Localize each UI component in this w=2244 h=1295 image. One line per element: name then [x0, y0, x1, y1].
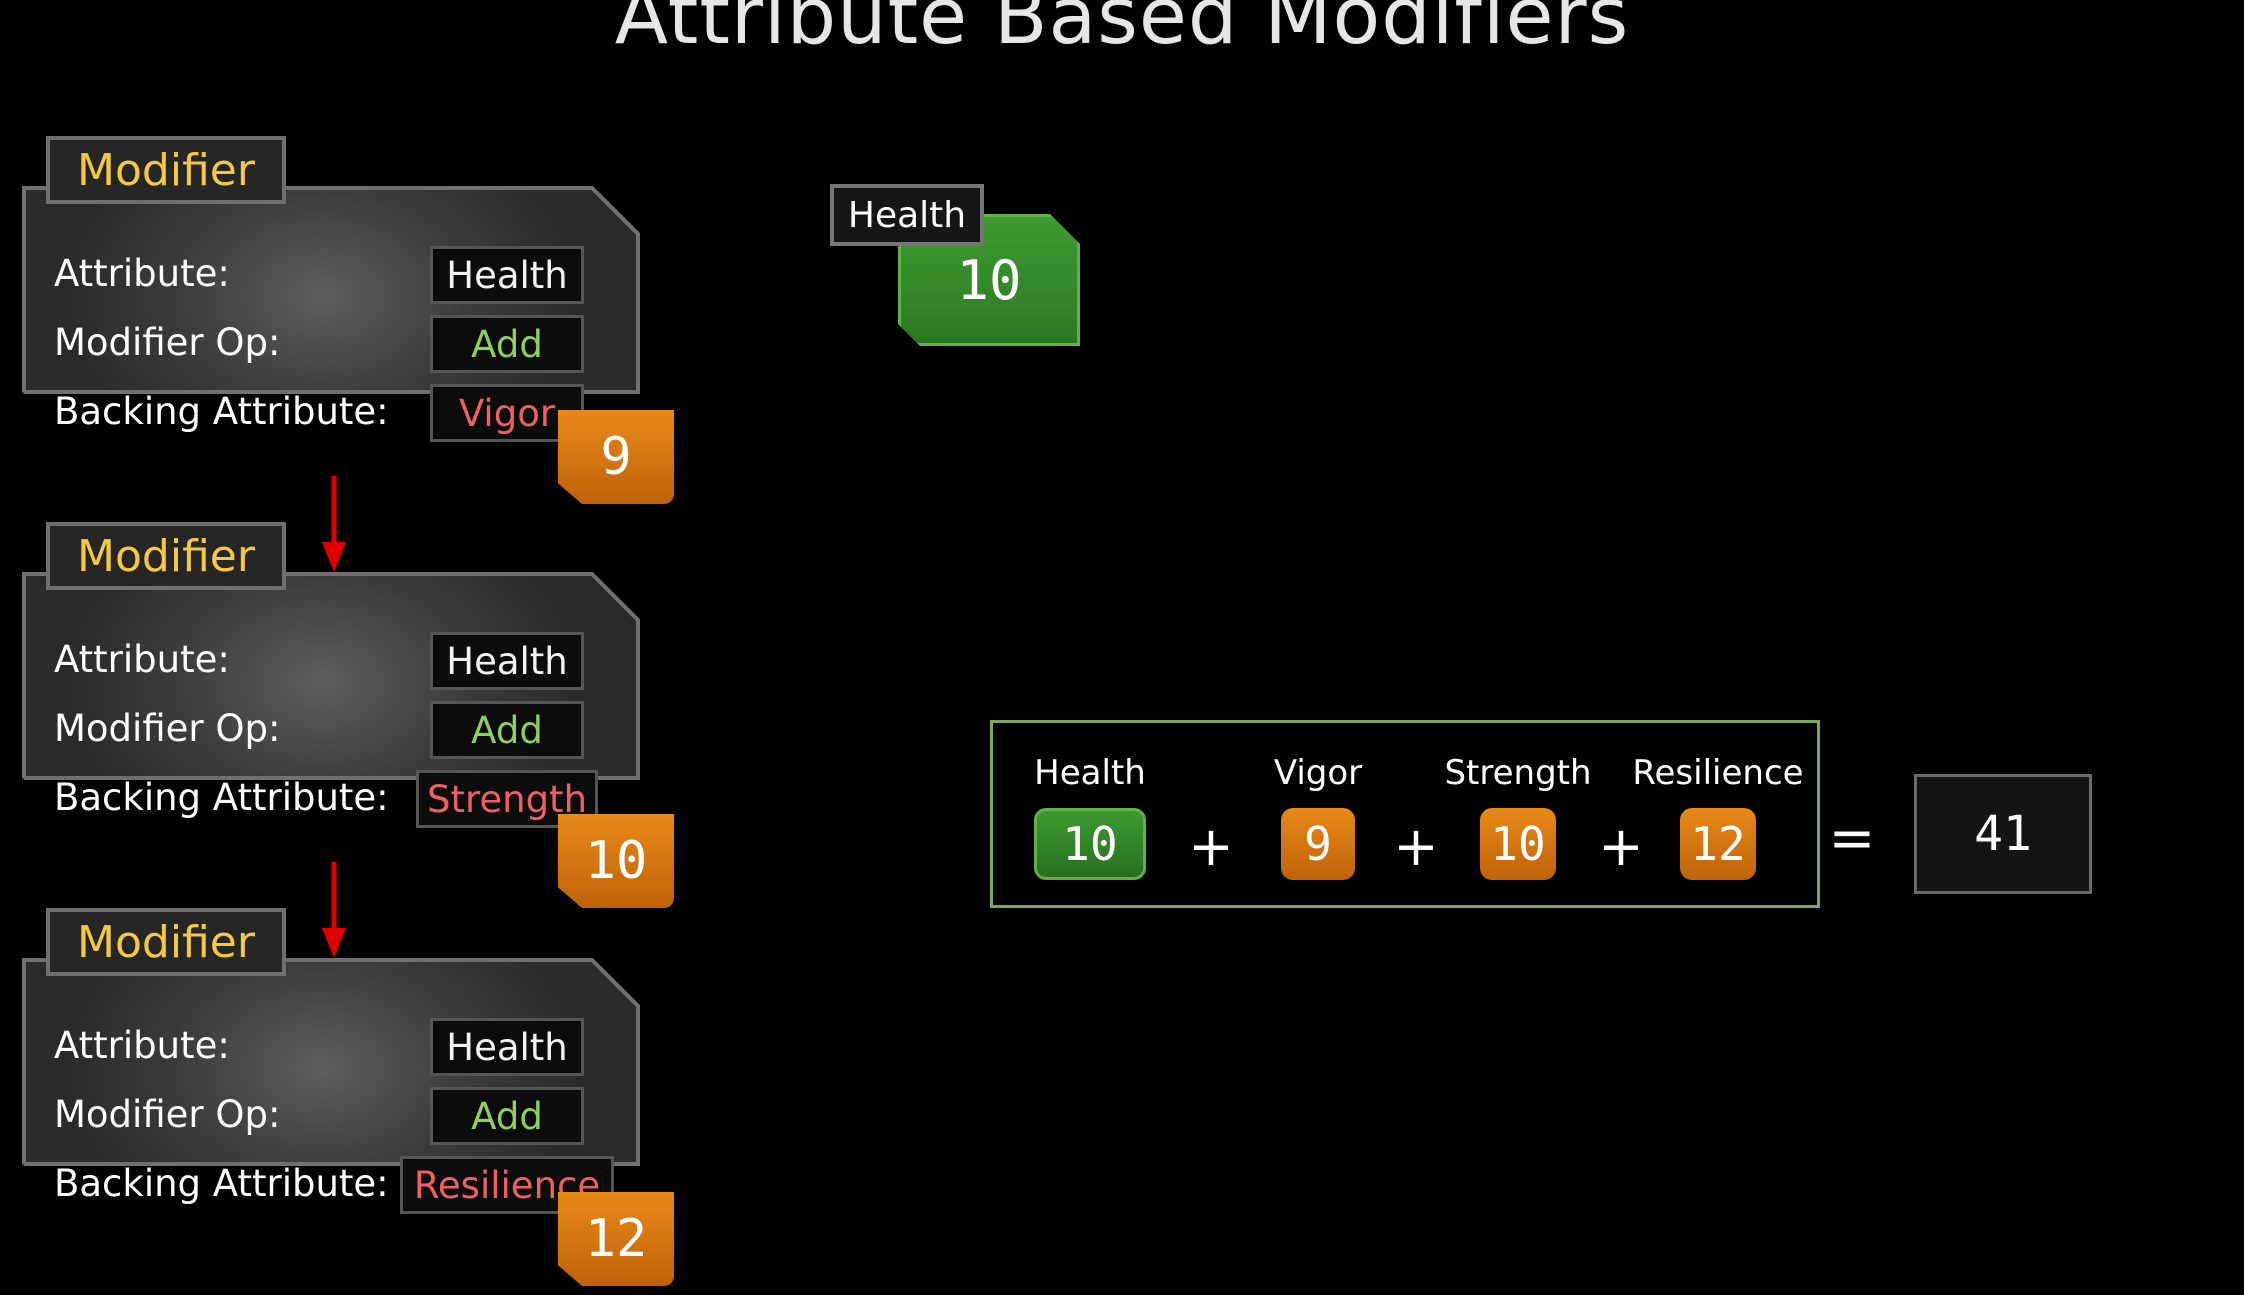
flow-arrow: [322, 476, 346, 572]
modifier-card-strength: Modifier Attribute: Modifier Op: Backing…: [22, 522, 646, 828]
modifier-card-resilience: Modifier Attribute: Modifier Op: Backing…: [22, 908, 646, 1214]
modifier-op-value: Add: [430, 315, 584, 373]
term-label-health: Health: [1034, 753, 1146, 793]
modifier-op-label: Modifier Op:: [54, 707, 281, 750]
modifier-value-badge: 12: [558, 1192, 674, 1286]
modifier-op-value: Add: [430, 701, 584, 759]
attribute-label: Attribute:: [54, 638, 230, 681]
attribute-value: Health: [430, 632, 584, 690]
formula-box: Health 10 + Vigor 9 + Strength 10 + Resi…: [990, 720, 1820, 908]
modifier-value-badge: 10: [558, 814, 674, 908]
flow-arrow: [322, 862, 346, 958]
term-value-health: 10: [1034, 808, 1146, 880]
term-value-resilience: 12: [1680, 808, 1756, 880]
card-title: Modifier: [46, 522, 286, 590]
term-value-vigor: 9: [1281, 808, 1355, 880]
page-title: Attribute Based Modifiers: [614, 0, 1630, 62]
attribute-label: Attribute:: [54, 1024, 230, 1067]
card-title: Modifier: [46, 136, 286, 204]
attribute-label: Attribute:: [54, 252, 230, 295]
backing-attribute-label: Backing Attribute:: [54, 1162, 389, 1205]
term-label-strength: Strength: [1444, 753, 1592, 793]
backing-attribute-label: Backing Attribute:: [54, 390, 389, 433]
equals-sign: =: [1828, 806, 1876, 871]
modifier-op-label: Modifier Op:: [54, 1093, 281, 1136]
plus-sign: +: [1598, 815, 1644, 878]
attribute-value: Health: [430, 246, 584, 304]
backing-attribute-label: Backing Attribute:: [54, 776, 389, 819]
health-node-label: Health: [830, 184, 984, 246]
modifier-op-value: Add: [430, 1087, 584, 1145]
modifier-op-label: Modifier Op:: [54, 321, 281, 364]
modifier-card-vigor: Modifier Attribute: Modifier Op: Backing…: [22, 136, 646, 442]
term-value-strength: 10: [1480, 808, 1556, 880]
plus-sign: +: [1393, 815, 1439, 878]
card-title: Modifier: [46, 908, 286, 976]
term-label-vigor: Vigor: [1273, 753, 1363, 793]
plus-sign: +: [1188, 815, 1234, 878]
attribute-value: Health: [430, 1018, 584, 1076]
result-value: 41: [1914, 774, 2092, 894]
term-label-resilience: Resilience: [1632, 753, 1804, 793]
modifier-value-badge: 9: [558, 410, 674, 504]
